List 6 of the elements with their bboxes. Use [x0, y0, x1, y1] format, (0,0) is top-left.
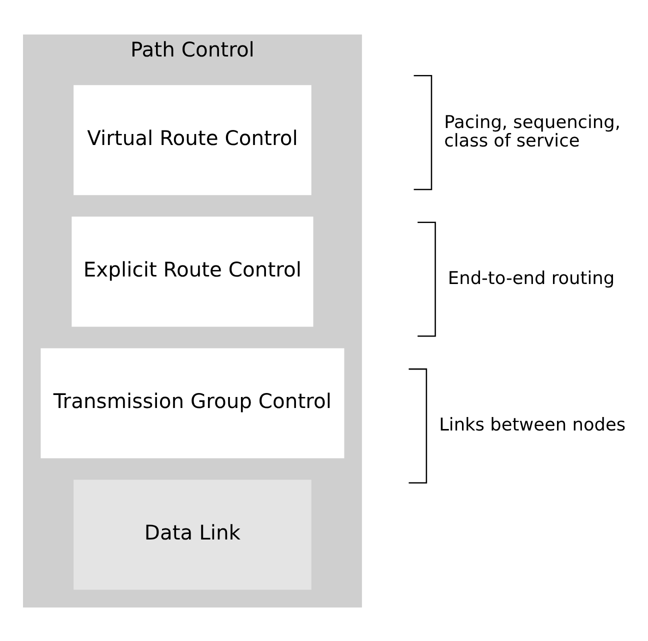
node-box: Explicit Route Control [72, 216, 314, 326]
node-box: Virtual Route Control [74, 84, 312, 195]
label: End-to-end routing [448, 268, 615, 288]
label: Pacing, sequencing, class of service [444, 112, 621, 152]
node-box: Transmission Group Control [40, 348, 344, 458]
label: Links between nodes [439, 415, 626, 436]
